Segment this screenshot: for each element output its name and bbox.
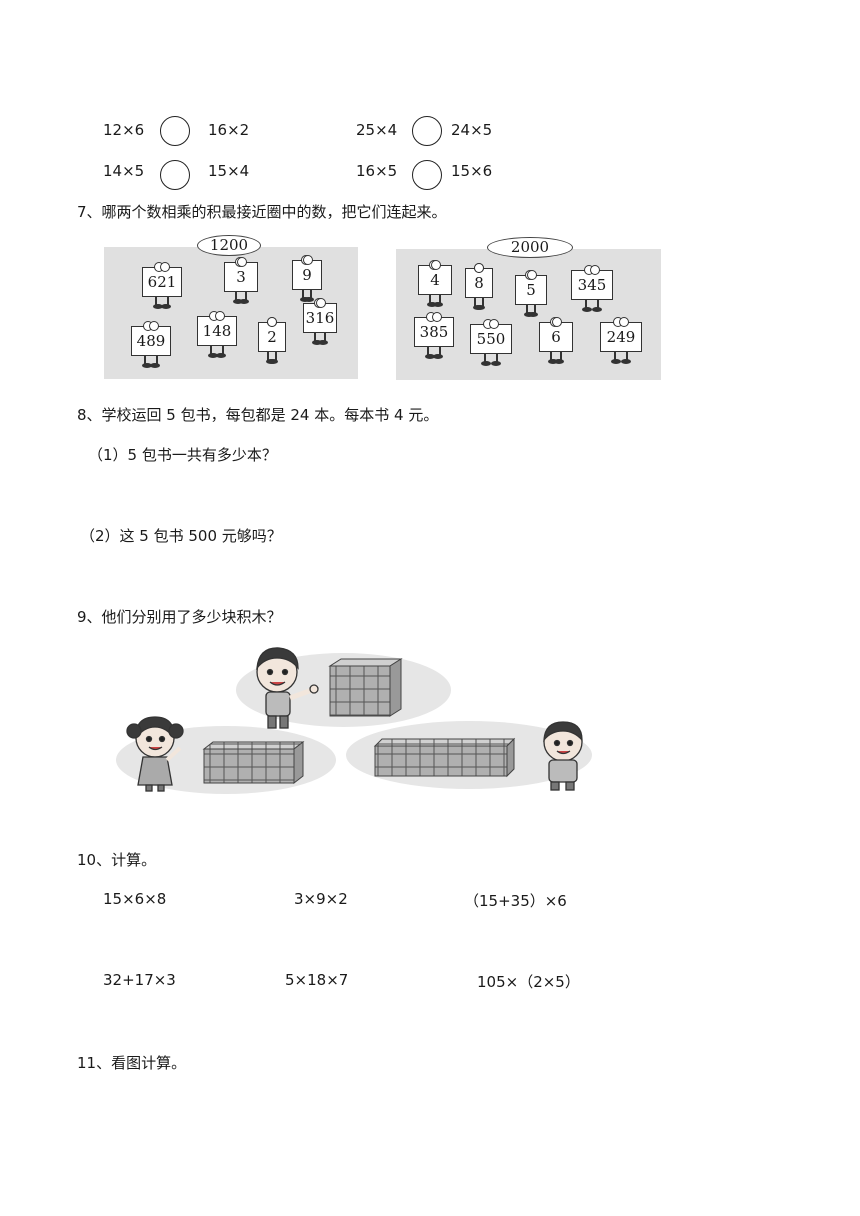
q10-title: 10、计算。 [77, 851, 157, 869]
compare-answer-circle[interactable] [412, 160, 442, 190]
number-card[interactable]: 621 [142, 262, 182, 309]
q7-title: 7、哪两个数相乘的积最接近圈中的数，把它们连起来。 [77, 203, 447, 221]
q11-title: 11、看图计算。 [77, 1054, 187, 1072]
block-stack-3 [373, 737, 516, 778]
compare-right-2: 24×5 [451, 121, 493, 139]
number-card[interactable]: 345 [571, 265, 613, 312]
number-card[interactable]: 385 [414, 312, 454, 359]
compare-right-1: 16×2 [208, 121, 250, 139]
block-stack-1 [328, 658, 403, 717]
number-card[interactable]: 9 [292, 255, 322, 302]
calc-item: 5×18×7 [285, 971, 349, 989]
q8-sub2: （2）这 5 包书 500 元够吗？ [80, 527, 282, 545]
number-card[interactable]: 489 [131, 321, 171, 368]
compare-left-1: 12×6 [103, 121, 145, 139]
target-oval: 1200 [197, 235, 261, 256]
calc-item: 15×6×8 [103, 890, 167, 908]
calc-item: （15+35）×6 [464, 892, 567, 910]
number-card[interactable]: 4 [418, 260, 452, 307]
number-card[interactable]: 8 [465, 263, 493, 310]
number-card[interactable]: 550 [470, 319, 512, 366]
compare-right-3: 15×4 [208, 162, 250, 180]
calc-item: 32+17×3 [103, 971, 176, 989]
compare-left-2: 25×4 [356, 121, 398, 139]
number-card[interactable]: 249 [600, 317, 642, 364]
number-card[interactable]: 6 [539, 317, 573, 364]
q8-title: 8、学校运回 5 包书，每包都是 24 本。每本书 4 元。 [77, 406, 439, 424]
boy-figure-right [543, 721, 583, 791]
number-card[interactable]: 3 [224, 257, 258, 304]
number-card[interactable]: 316 [303, 298, 337, 345]
compare-answer-circle[interactable] [412, 116, 442, 146]
number-card[interactable]: 5 [515, 270, 547, 317]
compare-right-4: 15×6 [451, 162, 493, 180]
number-card[interactable]: 148 [197, 311, 237, 358]
target-oval: 2000 [487, 237, 573, 258]
q9-title: 9、他们分别用了多少块积木？ [77, 608, 282, 626]
girl-figure [126, 716, 184, 792]
block-stack-2 [202, 740, 305, 785]
boy-figure [256, 647, 319, 729]
q8-sub1: （1）5 包书一共有多少本？ [88, 446, 277, 464]
compare-left-4: 16×5 [356, 162, 398, 180]
calc-item: 3×9×2 [294, 890, 348, 908]
compare-left-3: 14×5 [103, 162, 145, 180]
compare-answer-circle[interactable] [160, 160, 190, 190]
number-card[interactable]: 2 [258, 317, 286, 364]
compare-answer-circle[interactable] [160, 116, 190, 146]
calc-item: 105×（2×5） [477, 973, 580, 991]
